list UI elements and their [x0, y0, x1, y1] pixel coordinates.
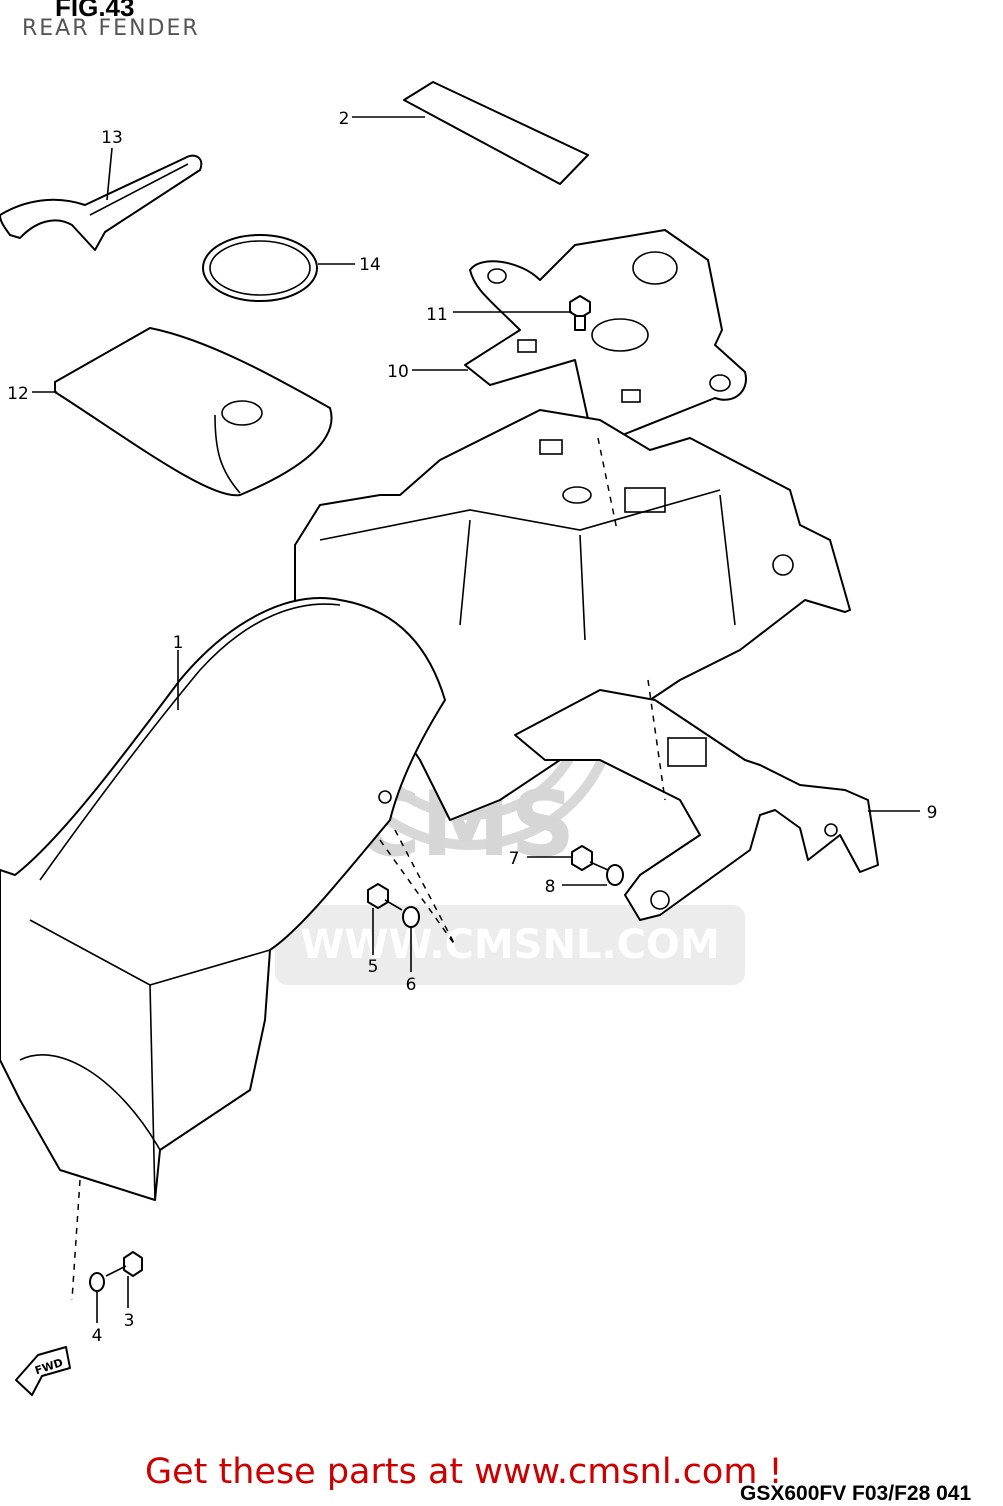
callout-2: 2 [339, 109, 350, 129]
part-12-pouch [54, 327, 333, 497]
callout-1: 1 [173, 633, 184, 653]
figure-number: FIG.43 [55, 0, 135, 22]
part-10-bracket [464, 229, 747, 441]
part-14-ring [202, 234, 318, 302]
part-6-washer [402, 906, 420, 928]
callout-14: 14 [359, 255, 381, 275]
part-3-bolt [105, 1251, 143, 1277]
part-8-washer [606, 864, 624, 886]
watermark-url: WWW.CMSNL.COM [300, 922, 720, 968]
callout-7: 7 [509, 849, 520, 869]
model-code: GSX600FV F03/F28 041 [740, 1482, 972, 1505]
part-11-bolt [569, 295, 591, 331]
get-parts-link[interactable]: Get these parts at www.cmsnl.com ! [145, 1452, 783, 1492]
callout-labels: 2 13 14 11 10 12 1 9 7 8 5 6 3 4 [7, 109, 937, 1346]
leader-lines [32, 116, 920, 1323]
callout-5: 5 [368, 957, 379, 977]
callout-10: 10 [387, 362, 409, 382]
part-7-bolt [571, 845, 609, 871]
callout-6: 6 [406, 975, 417, 995]
part-13-wrench [0, 154, 203, 251]
part-4-washer [89, 1272, 105, 1292]
callout-11: 11 [426, 305, 448, 325]
part-9-tail-bracket [514, 689, 879, 921]
part-5-bolt [367, 883, 403, 911]
part-1-rear-fender [0, 597, 446, 1201]
callout-13: 13 [101, 128, 123, 148]
callout-12: 12 [7, 384, 29, 404]
callout-9: 9 [927, 803, 938, 823]
callout-3: 3 [124, 1311, 135, 1331]
callout-8: 8 [545, 877, 556, 897]
fwd-arrow-icon: FWD [15, 1346, 71, 1396]
figure-title: REAR FENDER [22, 16, 200, 41]
callout-4: 4 [92, 1326, 103, 1346]
assembly-lines [71, 437, 666, 1301]
part-2-strip [403, 81, 589, 185]
